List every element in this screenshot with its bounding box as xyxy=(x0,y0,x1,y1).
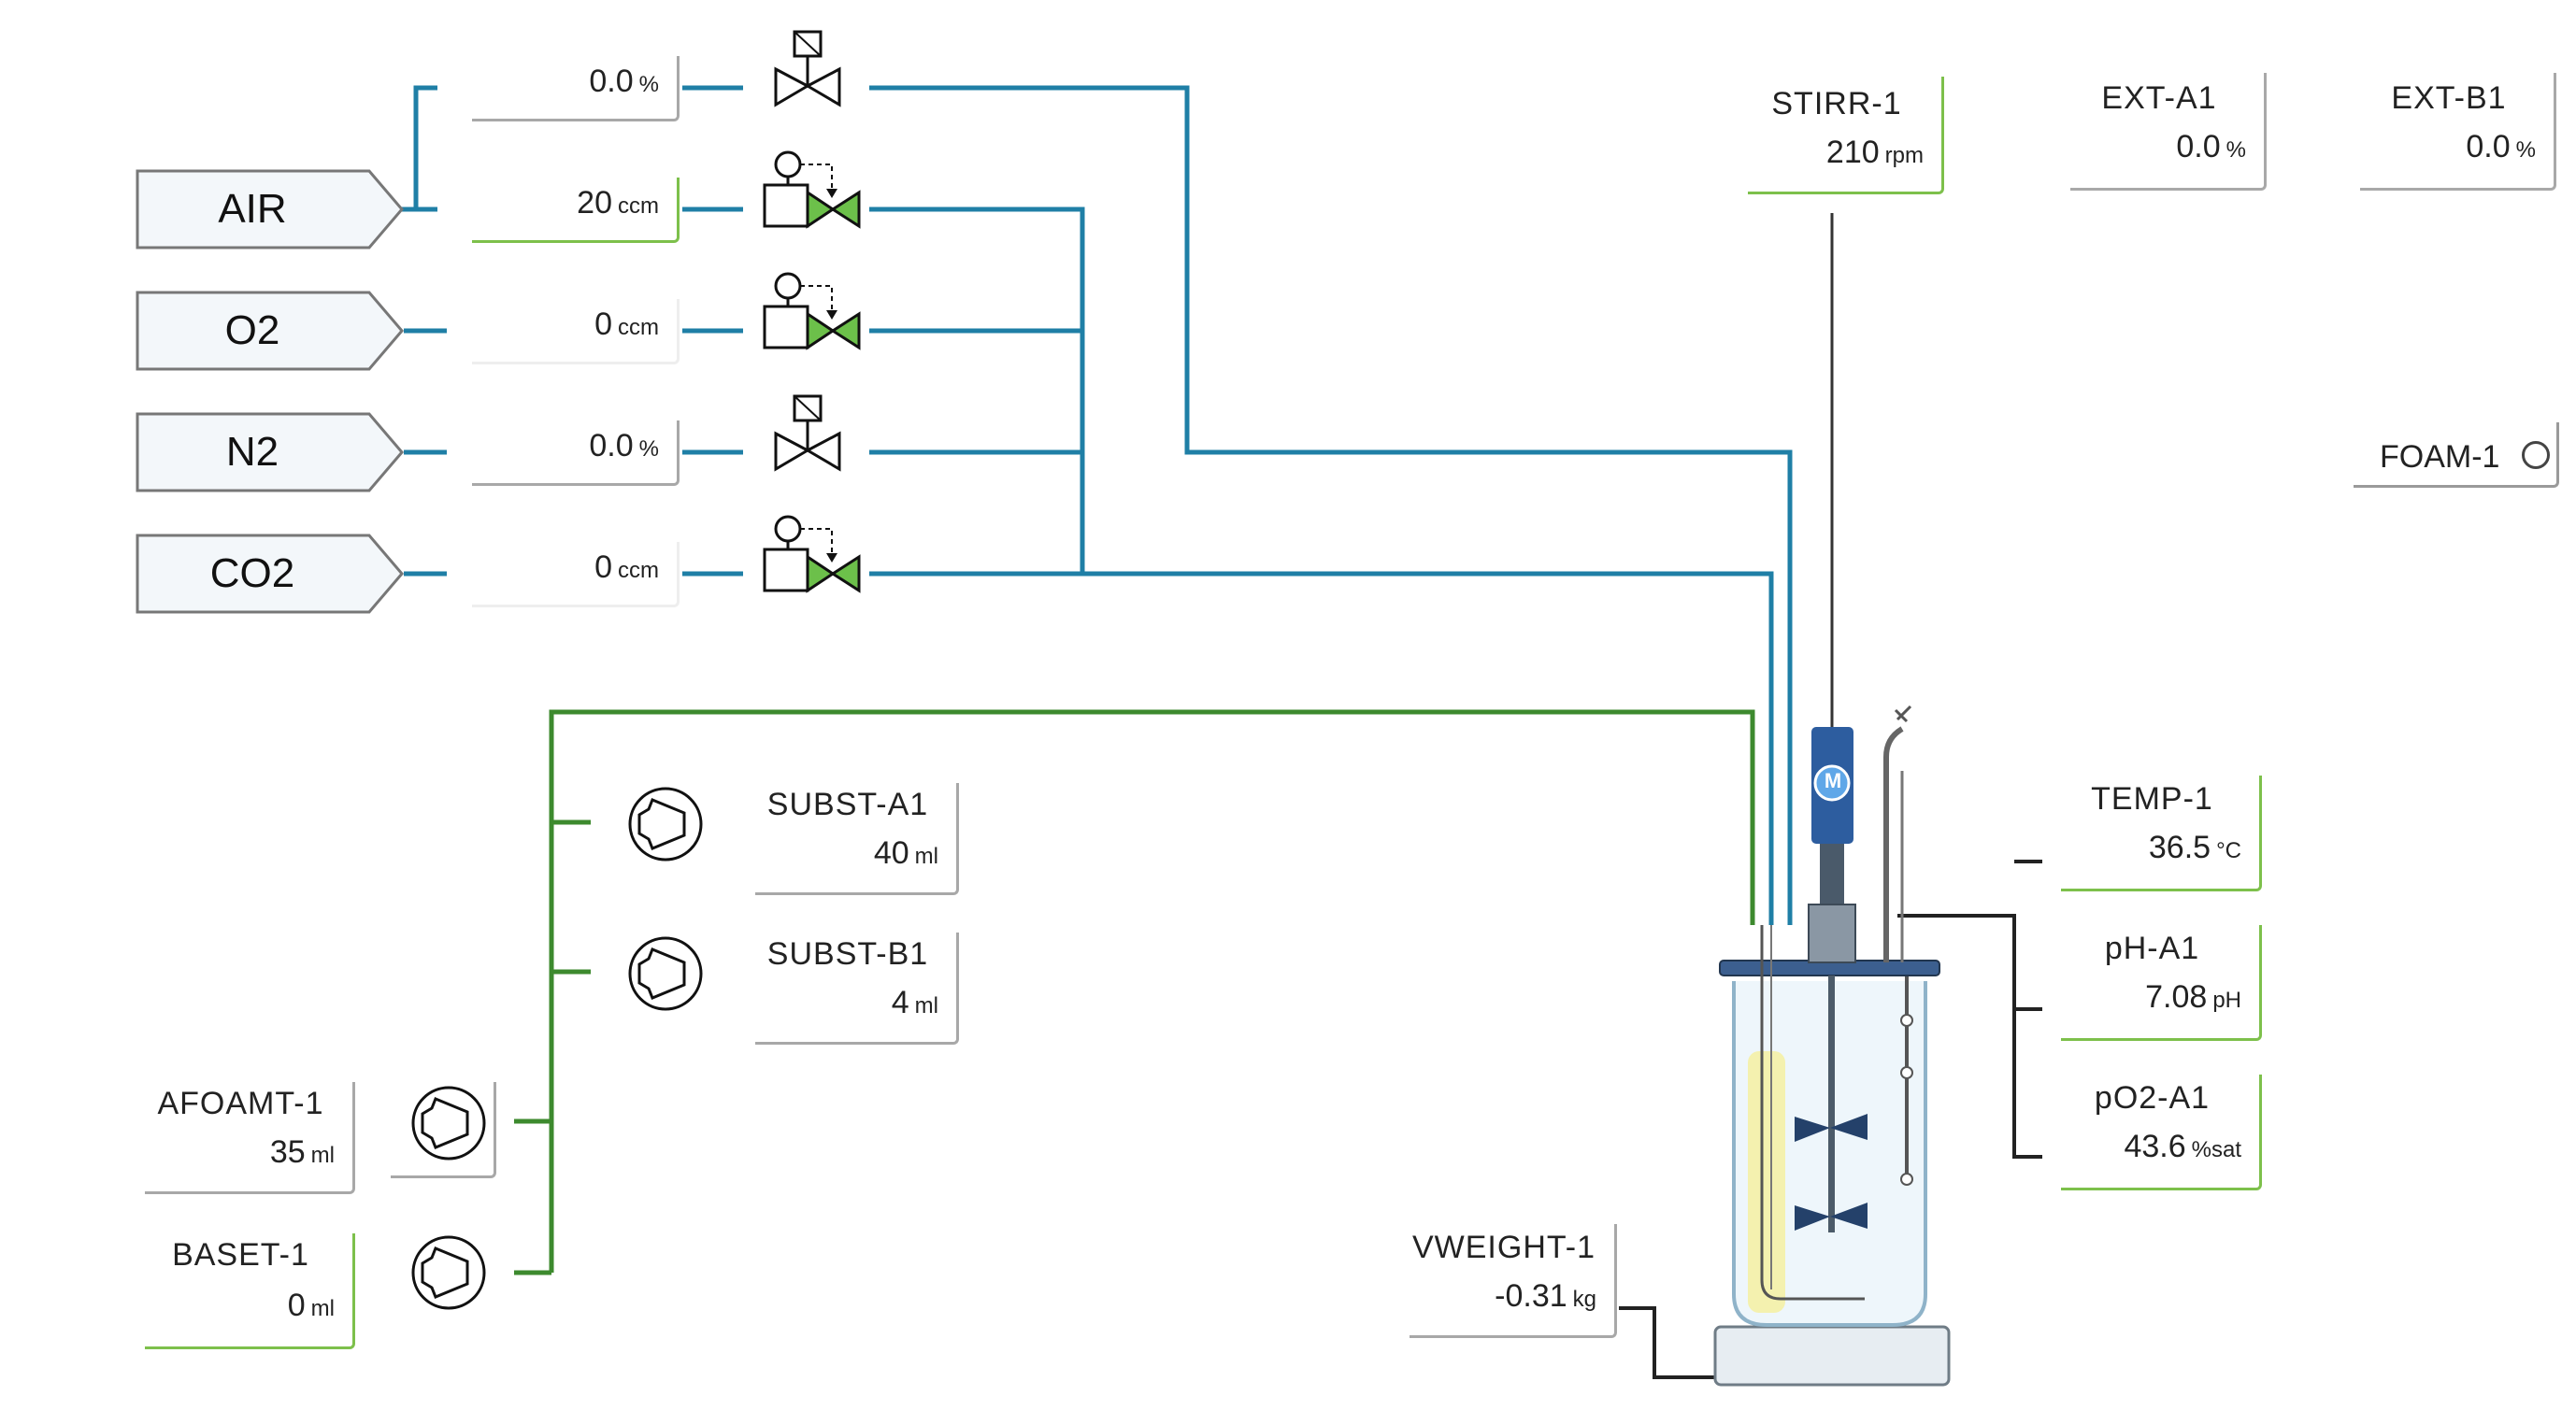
readout-value: 7.08 xyxy=(2145,979,2208,1015)
solenoid-valve-icon[interactable] xyxy=(766,28,851,112)
readout-value: 0 xyxy=(594,306,612,342)
pump-icon xyxy=(411,1235,486,1310)
readout-value: 0.0 xyxy=(589,64,634,99)
mass-flow-valve-icon[interactable] xyxy=(762,512,865,596)
motor-icon[interactable]: M xyxy=(1824,769,1842,792)
readout-value: 4 xyxy=(891,985,909,1020)
readout-unit: % xyxy=(638,72,659,97)
gas-source-label: N2 xyxy=(225,429,279,475)
readout-value: -0.31 xyxy=(1495,1278,1567,1314)
mass-flow-valve-icon[interactable] xyxy=(762,269,865,353)
readout-unit: ccm xyxy=(618,193,659,219)
readout-value: 210 xyxy=(1825,135,1880,170)
pump-icon xyxy=(628,936,703,1011)
gas-source-label: AIR xyxy=(218,186,287,232)
readout-value: 40 xyxy=(873,835,909,871)
foam-status-icon xyxy=(2522,441,2550,469)
readout-unit: ml xyxy=(310,1143,335,1168)
readout-unit: % xyxy=(2225,137,2246,163)
pump-frame xyxy=(391,1082,496,1178)
readout-title: SUBST-A1 xyxy=(766,787,929,822)
readout-unit: ml xyxy=(310,1296,335,1321)
readout-unit: ccm xyxy=(618,558,659,583)
readout-title: SUBST-B1 xyxy=(766,936,929,972)
readout-title: EXT-B1 xyxy=(2391,80,2507,116)
readout-title: EXT-A1 xyxy=(2101,80,2217,116)
readout-value: 20 xyxy=(577,185,612,221)
arrow-shape-icon xyxy=(136,291,404,371)
readout-title: STIRR-1 xyxy=(1771,86,1902,121)
arrow-shape-icon xyxy=(136,412,404,492)
readout-unit: ml xyxy=(914,844,938,869)
gas-readout-air-valve[interactable]: 0.0% xyxy=(472,56,680,121)
readout-unit: % xyxy=(638,436,659,462)
gas-source-n2[interactable]: N2 xyxy=(136,412,407,492)
readout-title: AFOAMT-1 xyxy=(157,1086,324,1121)
gas-readout-n2-valve[interactable]: 0.0% xyxy=(472,420,680,486)
readout-unit: % xyxy=(2515,137,2536,163)
gas-source-label: CO2 xyxy=(209,550,295,596)
readout-unit: ml xyxy=(914,993,938,1018)
readout-unit: °C xyxy=(2216,838,2241,863)
gas-source-label: O2 xyxy=(224,307,280,353)
pump-icon xyxy=(411,1086,486,1161)
pump-icon xyxy=(628,787,703,862)
readout-unit: pH xyxy=(2212,988,2241,1013)
readout-title: VWEIGHT-1 xyxy=(1411,1230,1596,1265)
gas-source-air[interactable]: AIR xyxy=(136,169,407,249)
gas-source-o2[interactable]: O2 xyxy=(136,291,407,371)
foam-label: FOAM-1 xyxy=(2380,439,2500,475)
readout-value: 0 xyxy=(287,1288,306,1323)
readout-title: BASET-1 xyxy=(172,1237,309,1273)
gas-source-co2[interactable]: CO2 xyxy=(136,534,407,614)
pump-subst-b1[interactable] xyxy=(626,934,705,1013)
readout-value: 43.6 xyxy=(2124,1129,2186,1164)
temp-readout[interactable]: TEMP-1 36.5°C xyxy=(2061,776,2262,891)
vessel-icon xyxy=(1713,705,1951,1387)
readout-value: 36.5 xyxy=(2148,830,2211,865)
readout-unit: kg xyxy=(1572,1287,1596,1312)
ext-a1-readout[interactable]: EXT-A1 0.0% xyxy=(2070,73,2267,191)
pump-baset[interactable] xyxy=(409,1233,488,1312)
readout-unit: ccm xyxy=(618,315,659,340)
readout-value: 35 xyxy=(269,1134,306,1170)
ext-b1-readout[interactable]: EXT-B1 0.0% xyxy=(2360,73,2556,191)
readout-value: 0 xyxy=(594,549,612,585)
arrow-shape-icon xyxy=(136,534,404,614)
readout-title: pH-A1 xyxy=(2104,931,2200,966)
arrow-shape-icon xyxy=(136,169,404,249)
pump-subst-a1[interactable] xyxy=(626,785,705,863)
readout-value: 0.0 xyxy=(2176,129,2221,164)
po2-readout[interactable]: pO2-A1 43.6%sat xyxy=(2061,1075,2262,1190)
readout-title: TEMP-1 xyxy=(2091,781,2213,817)
readout-value: 0.0 xyxy=(589,428,634,463)
pump-afoamt[interactable] xyxy=(409,1084,488,1162)
mass-flow-valve-icon[interactable] xyxy=(762,148,865,232)
readout-unit: %sat xyxy=(2191,1137,2241,1162)
readout-value: 0.0 xyxy=(2466,129,2511,164)
solenoid-valve-icon[interactable] xyxy=(766,392,851,477)
foam-sensor-indicator[interactable]: FOAM-1 xyxy=(2354,422,2559,488)
readout-unit: rpm xyxy=(1884,143,1924,168)
readout-title: pO2-A1 xyxy=(2094,1080,2211,1116)
